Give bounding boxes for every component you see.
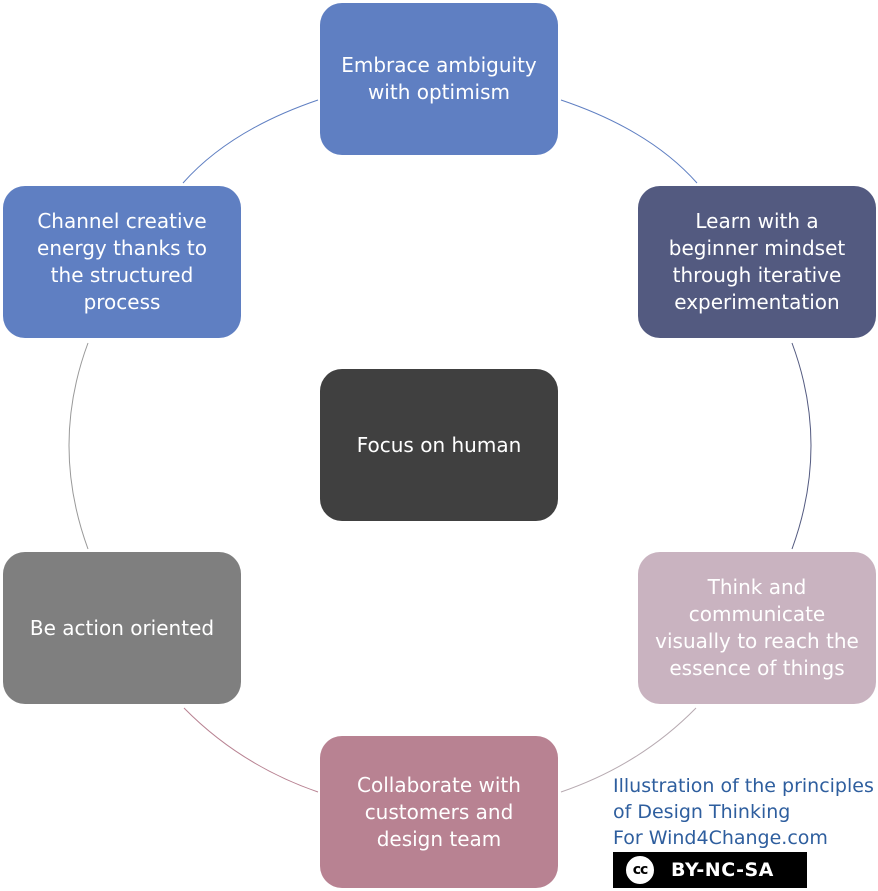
arc-action-to-structured <box>68 342 89 550</box>
caption-line-1: Illustration of the principles <box>613 775 874 797</box>
center-principle-box: Focus on human <box>320 369 558 521</box>
principle-label-ambiguity: Embrace ambiguity with optimism <box>341 53 537 104</box>
principle-label-structured: Channel creative energy thanks to the st… <box>37 209 207 314</box>
attribution-caption: Illustration of the principles of Design… <box>613 773 874 851</box>
principle-box-action: Be action oriented <box>3 552 241 704</box>
principle-box-beginner: Learn with a beginner mindset through it… <box>638 186 876 338</box>
caption-line-2: of Design Thinking <box>613 801 791 823</box>
principle-box-visual: Think and communicate visually to reach … <box>638 552 876 704</box>
principle-label-action: Be action oriented <box>29 615 215 640</box>
license-label: BY-NC-SA <box>671 859 774 881</box>
caption-line-3: For Wind4Change.com <box>613 827 828 849</box>
principle-label-collaborate: Collaborate with customers and design te… <box>357 772 521 851</box>
arc-structured-to-ambiguity <box>182 99 319 184</box>
creative-commons-icon: cc <box>623 853 657 887</box>
principle-box-collaborate: Collaborate with customers and design te… <box>320 736 558 888</box>
principle-box-structured: Channel creative energy thanks to the st… <box>3 186 241 338</box>
center-principle-label: Focus on human <box>356 432 522 457</box>
arc-ambiguity-to-beginner <box>560 99 698 184</box>
arc-beginner-to-visual <box>791 342 812 550</box>
cc-license-badge: cc BY-NC-SA <box>613 852 807 888</box>
principle-label-beginner: Learn with a beginner mindset through it… <box>668 209 846 314</box>
arc-collaborate-to-action <box>183 707 319 793</box>
arc-visual-to-collaborate <box>560 707 697 793</box>
principle-label-visual: Think and communicate visually to reach … <box>655 575 859 680</box>
principle-box-ambiguity: Embrace ambiguity with optimism <box>320 3 558 155</box>
